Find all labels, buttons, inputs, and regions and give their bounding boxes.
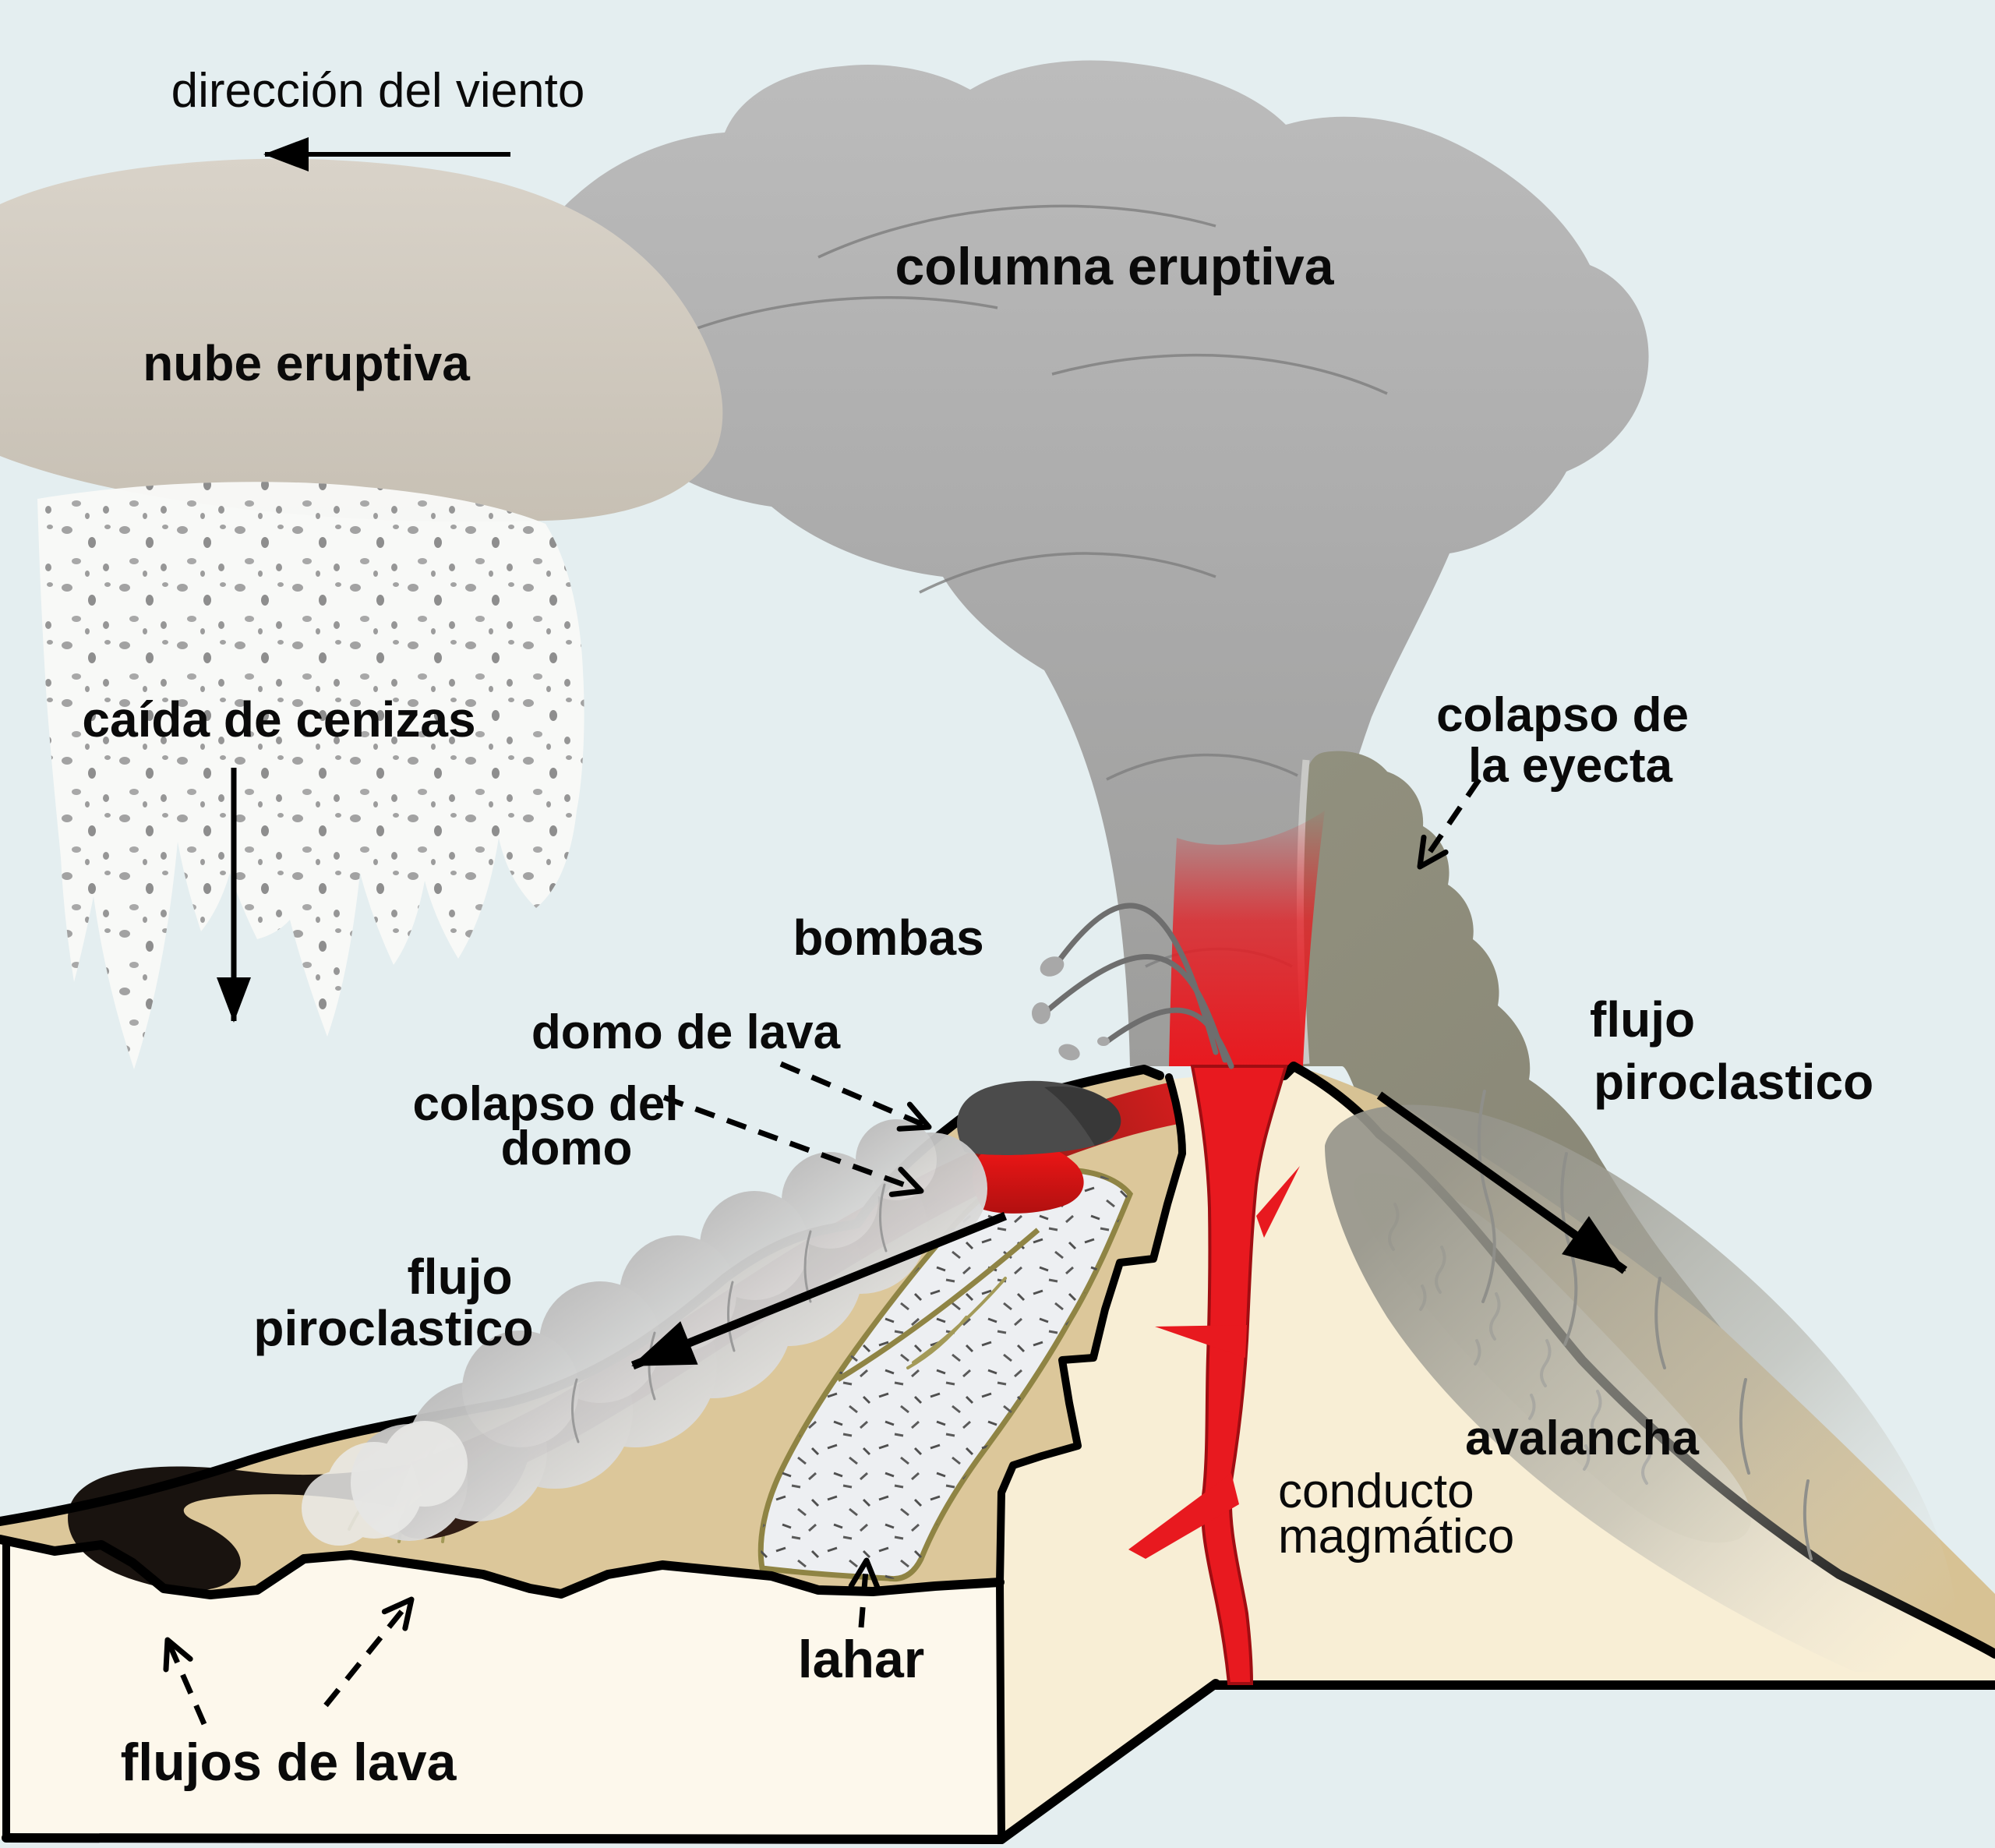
bomb: [1032, 1002, 1050, 1024]
billow-squiggle: [727, 1281, 736, 1352]
base-edge-left: [2, 1833, 1006, 1844]
pyroclastic-left-arrow: [630, 1211, 1008, 1370]
pyro-squiggle: [1654, 1277, 1666, 1369]
bomb: [1040, 956, 1065, 977]
cut-face-edge-outline: [996, 1073, 1186, 1843]
pyro-squiggle: [1477, 1090, 1496, 1303]
label-bombs: bombas: [793, 910, 983, 966]
billow-puff: [782, 1152, 878, 1249]
label-eruptive-column: columna eruptiva: [895, 237, 1334, 296]
label-magma-conduit-line2: magmático: [1278, 1510, 1514, 1564]
eruption-column-cloud: [529, 60, 1649, 1066]
bombs: [1032, 956, 1110, 1061]
conduit-branch-fork: [1128, 1473, 1239, 1559]
label-magma-conduit-line1: conducto: [1278, 1465, 1474, 1518]
swirl-line: [817, 204, 1216, 259]
lava-flows-arrow-left: [163, 1637, 207, 1726]
label-ejecta-collapse-line1: colapso de: [1436, 688, 1689, 742]
conduit-shape: [1190, 1065, 1288, 1685]
lahar-outer-line: [836, 1228, 1040, 1382]
label-pyroclastic-right-line2: piroclastico: [1594, 1054, 1873, 1110]
lava-flows-arrow-right: [323, 1596, 415, 1708]
bomb-arc: [1041, 954, 1228, 1063]
lahar-speckles: [761, 1170, 1130, 1579]
label-ejecta-collapse-line2: la eyecta: [1468, 739, 1673, 793]
bomb-trajectories: [1041, 903, 1234, 1069]
drifting-ash-cloud: [0, 158, 723, 522]
swirl-line: [1106, 753, 1298, 781]
label-dome-collapse-line1: colapso del: [412, 1077, 678, 1131]
label-wind-direction: dirección del viento: [171, 64, 585, 118]
label-eruptive-cloud: nube eruptiva: [143, 335, 470, 391]
lava-dome: [957, 1080, 1121, 1155]
pyro-squiggle: [1803, 1479, 1813, 1560]
conduit-branch-left: [1155, 1325, 1247, 1358]
bomb-arc: [1102, 1007, 1234, 1069]
billow-puff: [462, 1330, 579, 1447]
label-lava-flows: flujos de lava: [121, 1733, 457, 1792]
pyro-right-shape: [1325, 1104, 1957, 1672]
pyroclastic-right-arrow: [1376, 1091, 1628, 1274]
swirl-line: [1051, 353, 1388, 395]
label-lahar: lahar: [798, 1630, 925, 1689]
lava-dome-arrow: [779, 1061, 932, 1132]
billow-squiggle: [571, 1378, 580, 1443]
swirl-line: [677, 296, 998, 337]
ash-curtain-speckles: [37, 482, 584, 1069]
bomb: [1058, 1044, 1080, 1061]
billow-squiggle: [879, 1183, 888, 1253]
pyro-squiggle: [1739, 1378, 1750, 1475]
label-pyroclastic-left-line1: flujo: [407, 1249, 512, 1305]
billow-puff-light: [302, 1471, 376, 1546]
label-pyroclastic-left-line2: piroclastico: [253, 1300, 533, 1356]
lahar-arrow: [848, 1557, 881, 1628]
dome-collapse-lava: [972, 1141, 1084, 1214]
billow-puff-light: [382, 1421, 468, 1507]
dome-shadow: [1044, 1086, 1121, 1146]
dome-collapse-arrow: [662, 1094, 924, 1197]
magma-column: [1169, 811, 1325, 1066]
label-dome-collapse-line2: domo: [501, 1122, 633, 1175]
label-avalanche: avalancha: [1465, 1412, 1699, 1465]
gully-line: [906, 1316, 968, 1369]
magma-conduit: [1128, 1065, 1300, 1685]
label-pyroclastic-right-line1: flujo: [1590, 991, 1695, 1048]
face-top-edge-outline: [0, 1535, 1005, 1599]
label-ash-fall: caída de cenizas: [82, 691, 475, 747]
bomb: [1097, 1037, 1110, 1046]
swirl-line: [919, 552, 1216, 594]
front-face-left-block: [0, 1539, 1001, 1839]
ash-fall-curtain: [37, 482, 584, 1069]
ejecta-collapse-arrow: [1417, 778, 1481, 870]
conduit-branch-upper: [1256, 1166, 1300, 1238]
label-lava-dome: domo de lava: [531, 1005, 841, 1059]
base-corner-diagonal: [997, 1679, 1220, 1844]
